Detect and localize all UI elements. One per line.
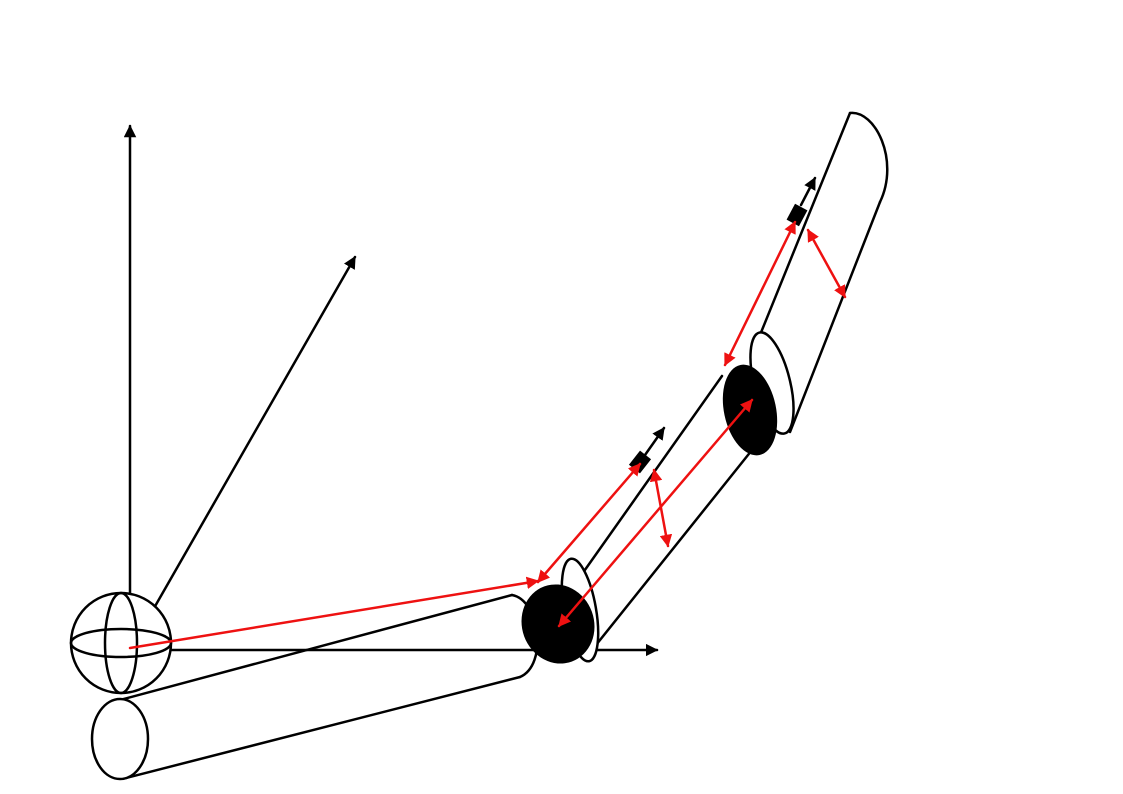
segment-1-end-cap <box>90 697 150 781</box>
tool-marker-3-body <box>786 203 808 227</box>
vector-along-segment-3 <box>723 220 797 367</box>
segment-1-body <box>118 593 522 780</box>
vector-offset-segment-3 <box>806 228 847 299</box>
segment-3-far-cap <box>848 111 889 204</box>
tool-marker-3-arrow <box>799 176 817 207</box>
vector-base-to-joint-2 <box>128 576 540 650</box>
vector-offset-segment-2 <box>649 468 673 548</box>
vector-along-segment-2 <box>536 462 642 584</box>
vector-joint-2-to-joint-3 <box>557 398 754 628</box>
tool-marker-3 <box>786 176 817 227</box>
diagonal-axis <box>128 255 357 652</box>
tool-marker-2-arrow <box>643 426 666 457</box>
base-joint <box>69 591 173 695</box>
tool-marker-2-body <box>628 450 652 474</box>
base-joint-meridian <box>103 591 139 695</box>
segment-1 <box>90 593 539 781</box>
red-vectors <box>128 220 847 650</box>
base-joint-equator <box>69 627 173 659</box>
